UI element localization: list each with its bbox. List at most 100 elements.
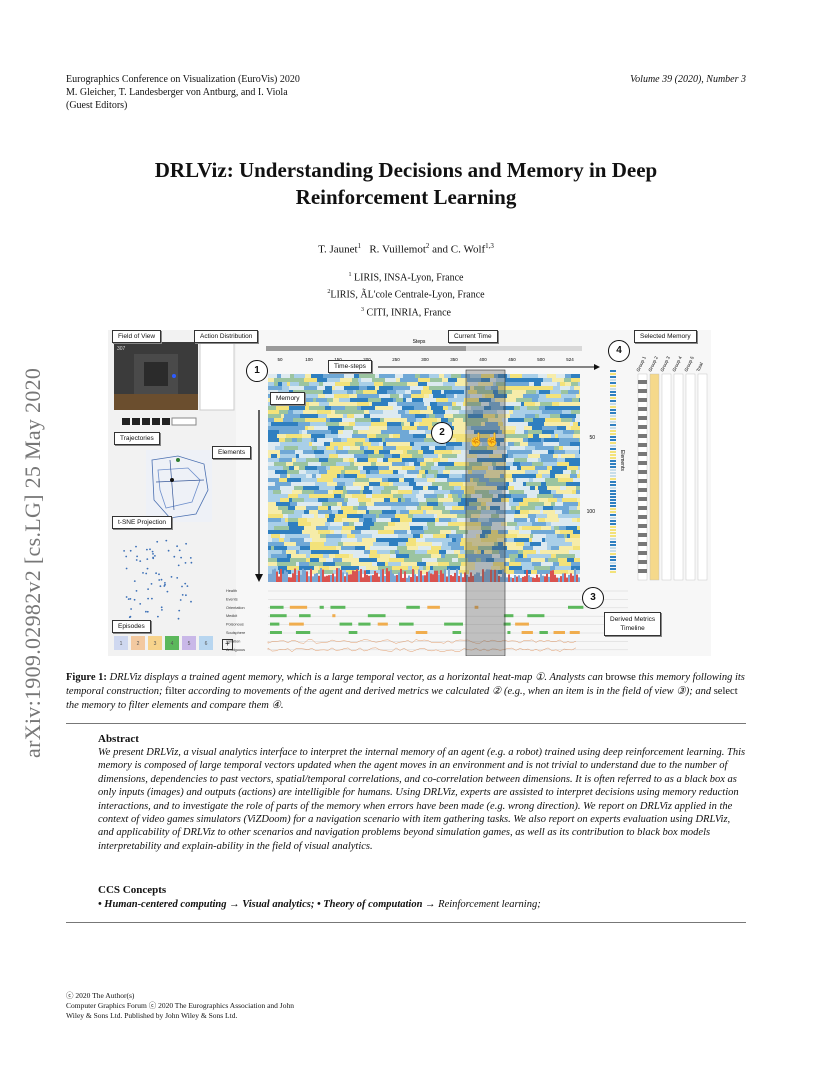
step-tick: 450 [508, 357, 516, 362]
group-column[interactable] [685, 373, 696, 581]
heatmap-cell [522, 566, 534, 570]
heatmap-cell [352, 434, 367, 438]
tsne-point [129, 598, 132, 600]
playback-controls[interactable] [122, 417, 197, 426]
heatmap-cell [453, 498, 461, 502]
reset-button[interactable] [152, 418, 160, 425]
heatmap-cell [452, 494, 458, 498]
heatmap-cell [566, 486, 576, 490]
heatmap-cell [434, 514, 437, 518]
heatmap-cell [268, 486, 280, 490]
heatmap-cell [562, 498, 577, 502]
heatmap-cell [470, 442, 482, 446]
current-time-selection[interactable] [465, 369, 506, 656]
heatmap-cell [363, 522, 374, 526]
episode-number: 1 [120, 641, 123, 647]
heatmap-cell [571, 562, 576, 566]
heatmap-cell [357, 394, 366, 398]
heatmap-cell [338, 446, 343, 450]
heatmap-cell [280, 474, 287, 478]
heatmap-cell [413, 534, 420, 538]
episode-tile[interactable] [199, 636, 213, 650]
step-button[interactable] [162, 418, 170, 425]
heatmap-cell [471, 406, 484, 410]
heatmap-cell [356, 390, 363, 394]
next-button[interactable] [142, 418, 150, 425]
heatmap-cell [357, 402, 369, 406]
episode-tile[interactable] [182, 636, 196, 650]
author-1-sup: 1 [357, 242, 362, 250]
heatmap-cell [411, 394, 424, 398]
heatmap-cell [400, 522, 409, 526]
heatmap-cell [505, 558, 510, 562]
heatmap-cell [472, 470, 486, 474]
heatmap-cell [280, 486, 294, 490]
heatmap-cell [323, 418, 326, 422]
play-button[interactable] [132, 418, 140, 425]
episode-tile[interactable] [131, 636, 145, 650]
heatmap-cell [541, 382, 557, 386]
heatmap-cell [285, 438, 292, 442]
heatmap-cell [533, 546, 547, 550]
group-column[interactable] [673, 373, 684, 581]
heatmap-cell [538, 374, 547, 378]
heatmap-cell [457, 378, 467, 382]
step-select[interactable] [171, 417, 197, 426]
activation-bar [570, 573, 572, 582]
element-cell [610, 484, 616, 486]
heatmap-cell [417, 426, 428, 430]
heatmap-cell [304, 498, 318, 502]
episode-tile[interactable] [165, 636, 179, 650]
heatmap-cell [559, 546, 573, 550]
heatmap-cell [396, 398, 403, 402]
activation-bar [434, 570, 436, 582]
heatmap-cell [544, 502, 551, 506]
heatmap-cell [384, 454, 392, 458]
tsne-point [157, 615, 159, 618]
heatmap-cell [274, 546, 287, 550]
heatmap-cell [280, 534, 285, 538]
heatmap-cell [493, 494, 498, 498]
activation-bar [378, 576, 380, 582]
heatmap-cell [364, 486, 369, 490]
heatmap-cell [408, 514, 413, 518]
heatmap-cell [482, 530, 491, 534]
group-column[interactable] [661, 373, 672, 581]
memory-heatmap[interactable] [268, 374, 580, 574]
heatmap-cell [546, 522, 551, 526]
group-column[interactable] [637, 373, 648, 581]
expand-icon[interactable]: + [222, 639, 233, 650]
heatmap-cell [398, 470, 407, 474]
heatmap-cell [494, 394, 507, 398]
group-column[interactable] [649, 373, 660, 581]
heatmap-cell [542, 538, 545, 542]
element-cell [610, 544, 616, 546]
heatmap-cell [284, 542, 296, 546]
heatmap-cell [423, 454, 438, 458]
heatmap-cell [360, 470, 366, 474]
episode-tile[interactable] [148, 636, 162, 650]
episode-tile[interactable] [114, 636, 128, 650]
derived-metrics-timeline[interactable]: HealthEventsOrientationMedkitPoisonousSo… [226, 589, 628, 653]
heatmap-cell [317, 446, 326, 450]
heatmap-cell [452, 406, 461, 410]
elements-column[interactable] [610, 370, 616, 573]
group-column[interactable] [697, 373, 708, 581]
heatmap-cell [457, 394, 470, 398]
heatmap-cell [529, 382, 534, 386]
heatmap-cell [429, 374, 439, 378]
heatmap-cell [407, 418, 416, 422]
heatmap-cell [571, 378, 580, 382]
heatmap-cell [524, 430, 528, 434]
tsne-point [145, 610, 147, 613]
heatmap-cell [497, 446, 510, 450]
heatmap-cell [366, 470, 370, 474]
prev-button[interactable] [122, 418, 130, 425]
tsne-point [149, 548, 151, 551]
heatmap-cell [351, 530, 361, 534]
heatmap-cell [290, 374, 294, 378]
heatmap-cell [531, 558, 545, 562]
heatmap-cell [437, 494, 444, 498]
